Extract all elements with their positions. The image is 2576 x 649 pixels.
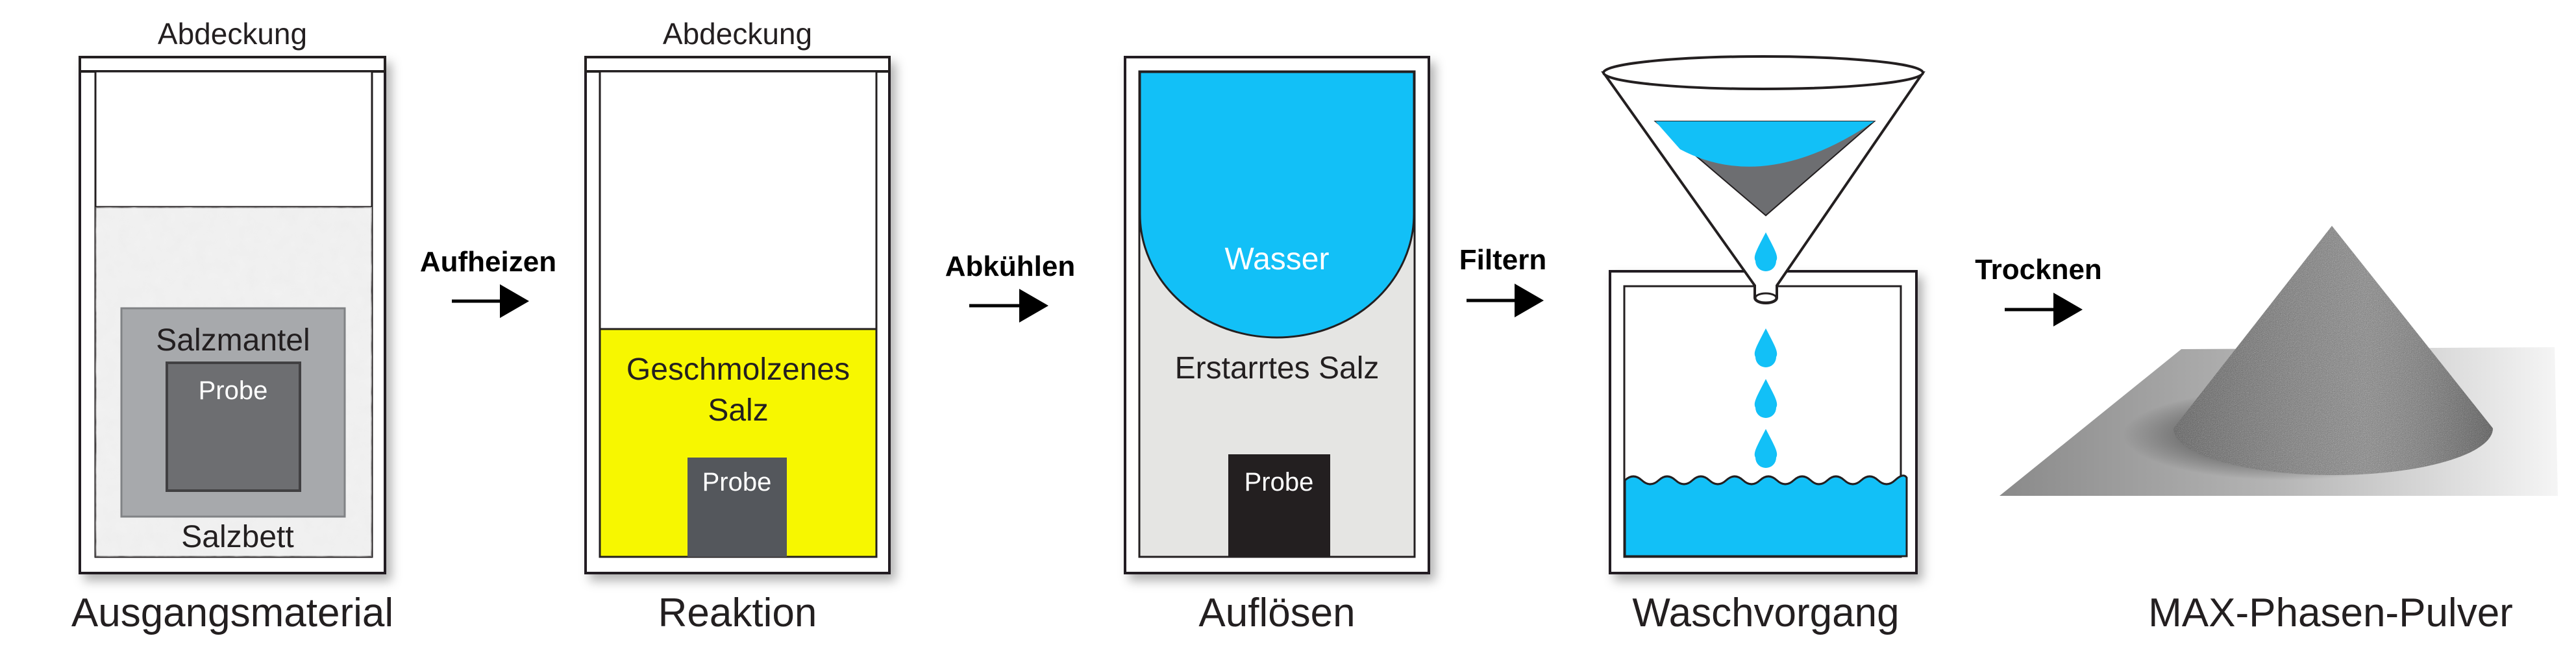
panel-washing: Waschvorgang [1601, 55, 1926, 635]
arrow-right-icon [1019, 289, 1048, 323]
caption-max-phase-powder: MAX-Phasen-Pulver [2148, 591, 2513, 635]
caption-waschvorgang: Waschvorgang [1632, 591, 1899, 635]
step-label-drying: Trocknen [1975, 254, 2102, 286]
molten-salt-label-line1: Geschmolzenes [626, 352, 850, 387]
panel-dissolving: Wasser Erstarrtes Salz Probe Auflösen [1124, 56, 1430, 635]
step-cooling: Abkühlen [945, 251, 1075, 323]
lid [79, 56, 386, 73]
step-heating: Aufheizen [420, 246, 556, 318]
solid-salt-label: Erstarrtes Salz [1175, 351, 1380, 386]
molten-salt-label-line2: Salz [708, 393, 768, 428]
step-filtering: Filtern [1459, 244, 1546, 317]
step-label-heating: Aufheizen [420, 246, 556, 278]
drop-icon [1754, 429, 1777, 468]
wash-water [1624, 474, 1908, 557]
sample [1228, 454, 1330, 557]
arrow-right-icon [500, 284, 529, 318]
sample-label: Probe [1245, 468, 1314, 496]
sample [687, 458, 787, 557]
step-label-cooling: Abkühlen [945, 251, 1075, 282]
funnel-spout [1754, 292, 1777, 304]
caption-aufloesen: Auflösen [1198, 591, 1355, 635]
panel-reaction: Abdeckung Geschmolzenes Salz Probe Reakt… [584, 17, 891, 635]
panel-powder: MAX-Phasen-Pulver [2000, 226, 2558, 635]
lid [584, 56, 891, 73]
sample-label: Probe [199, 376, 268, 405]
sample [166, 361, 301, 492]
caption-ausgangsmaterial: Ausgangsmaterial [71, 591, 393, 635]
step-label-filtering: Filtern [1459, 244, 1546, 276]
water-label: Wasser [1225, 242, 1330, 276]
caption-reaktion: Reaktion [658, 591, 817, 635]
drop-icon [1754, 232, 1777, 271]
salt-bed-label: Salzbett [181, 520, 293, 554]
water [1139, 71, 1415, 339]
step-drying: Trocknen [1975, 254, 2102, 326]
arrow-right-icon [1515, 284, 1544, 317]
funnel-water [1655, 121, 1874, 167]
salt-jacket-label: Salzmantel [156, 323, 310, 358]
water-drops [1754, 232, 1777, 468]
panel-starting-material: Abdeckung Salzmantel Probe Salzbett Ausg… [71, 17, 393, 635]
lid-label: Abdeckung [158, 17, 307, 51]
arrow-right-icon [2053, 293, 2083, 326]
funnel-rim [1602, 55, 1924, 90]
sample-label: Probe [702, 468, 772, 496]
drop-icon [1754, 328, 1777, 367]
lid-label: Abdeckung [663, 17, 812, 51]
cone-shading [2174, 226, 2493, 475]
drop-icon [1754, 379, 1777, 418]
